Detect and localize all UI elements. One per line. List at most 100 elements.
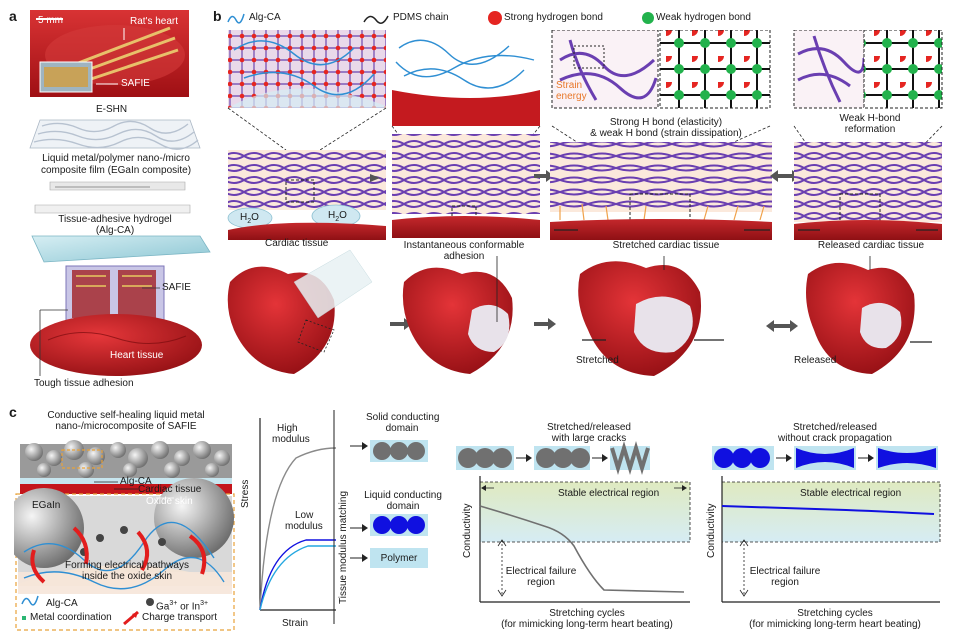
- panel-label-a: a: [9, 8, 17, 24]
- c-title-2: nano-/microcomposite of SAFIE: [55, 421, 197, 432]
- h2o-label-2: H2O: [328, 210, 347, 223]
- cracks-title-2: with large cracks: [551, 433, 627, 444]
- composite-label-1: Liquid metal/polymer nano-/micro: [42, 153, 190, 164]
- stage1-cardiac-tissue: [228, 222, 386, 240]
- stage4-pdms-layer: [794, 142, 942, 222]
- tissue-matching-label: Tissue modulus matching: [338, 490, 349, 604]
- stress-strain-plot: [259, 410, 337, 624]
- cond2-curve: [721, 505, 935, 515]
- heart-3: [578, 261, 724, 376]
- arrow-heart-2: [548, 318, 556, 330]
- c-legend-metal: Metal coordination: [30, 612, 112, 623]
- cracks-title-1: Stretched/released: [547, 422, 631, 433]
- released-tissue-label: Released cardiac tissue: [817, 240, 925, 251]
- c-legend-ion: Ga3+ or In3+: [156, 600, 209, 613]
- strong-weak-label-1: Strong H bond (elasticity): [609, 117, 723, 128]
- solid-1: Solid conducting: [366, 412, 440, 423]
- heart-tissue-shape: [30, 314, 202, 376]
- c-cardiac: Cardiac tissue: [138, 484, 202, 495]
- nocrack-title-2: without crack propagation: [778, 433, 892, 444]
- panel-b-legend: [227, 11, 654, 25]
- low-modulus-curve-1: [259, 539, 336, 611]
- instant-label-2: adhesion: [443, 251, 485, 262]
- eshn-mesh: [29, 119, 201, 150]
- conductivity-plot-nocrack: [712, 446, 941, 603]
- polymer-domain: [370, 548, 428, 568]
- weak-reform-2: reformation: [844, 124, 896, 135]
- c-egain: EGaIn: [32, 500, 61, 511]
- panel-a-illustration: [29, 10, 211, 376]
- stretched-label: Stretched: [576, 355, 619, 366]
- egain-composite-film: [34, 181, 191, 214]
- stage3-cardiac-tissue: [550, 219, 772, 240]
- legend-weak: Weak hydrogen bond: [656, 12, 751, 23]
- legend-ion-icon: [146, 598, 154, 606]
- hydrogel-label-1: Tissue-adhesive hydrogel: [58, 214, 172, 225]
- legend-strong: Strong hydrogen bond: [504, 12, 603, 23]
- stage2-cardiac-tissue: [392, 216, 540, 238]
- cond1-curve: [479, 505, 685, 593]
- high-modulus-2: modulus: [272, 434, 310, 445]
- weak-bond-legend-icon: [642, 12, 654, 24]
- safie-photo-label: SAFIE: [121, 78, 150, 89]
- low-modulus-2: modulus: [285, 521, 323, 532]
- liquid-1: Liquid conducting: [364, 490, 442, 501]
- c-algca: Alg-CA: [120, 476, 152, 487]
- eshn-label: E-SHN: [96, 104, 128, 115]
- strong-weak-label-2: & weak H bond (strain dissipation): [590, 128, 742, 139]
- failure-label-2b: region: [771, 577, 799, 588]
- stretched-tissue-label: Stretched cardiac tissue: [612, 240, 720, 251]
- instant-label-1: Instantaneous conformable: [403, 240, 525, 251]
- composite-label-2: composite film (EGaIn composite): [40, 165, 192, 176]
- low-modulus-curve-2: [259, 545, 336, 611]
- polymer-label: Polymer: [380, 553, 418, 564]
- hydrogel-slab: [31, 235, 211, 263]
- panel-b-illustration: [227, 30, 943, 376]
- stress-label: Stress: [240, 479, 251, 508]
- heart-2: [402, 267, 513, 374]
- panel-c-illustration: [14, 440, 235, 631]
- legend-algca-icon: [21, 595, 39, 606]
- panel-label-b: b: [213, 8, 222, 24]
- strain-energy-1: Strain: [556, 80, 583, 91]
- c-pathways-1: Forming electrical pathways: [65, 560, 189, 571]
- legend-algca: Alg-CA: [249, 12, 281, 23]
- stage4-cardiac-tissue: [794, 220, 942, 240]
- cycles-label-1a: Stretching cycles: [549, 608, 625, 619]
- failure-label-2a: Electrical failure: [749, 566, 821, 577]
- panel-label-c: c: [9, 404, 17, 420]
- stable-label-1: Stable electrical region: [558, 488, 660, 499]
- arrow-heart-3-double: [790, 320, 798, 332]
- high-modulus-curve: [259, 447, 337, 611]
- cardiac-tissue-label: Cardiac tissue: [265, 238, 329, 249]
- conductivity-plot-cracks: [456, 441, 691, 603]
- solid-2: domain: [385, 423, 419, 434]
- cycles-label-1b: (for mimicking long-term heart beating): [501, 619, 673, 630]
- stage2-pdms-layer: [392, 134, 540, 214]
- weak-reform-1: Weak H-bond: [839, 113, 901, 124]
- strain-energy-2: energy: [556, 91, 587, 102]
- c-legend-algca: Alg-CA: [46, 598, 78, 609]
- liquid-2: domain: [386, 501, 420, 512]
- pdms-legend-icon: [363, 15, 389, 24]
- legend-pdms: PDMS chain: [393, 12, 449, 23]
- heart-tissue-label: Heart tissue: [110, 350, 164, 361]
- high-modulus-1: High: [277, 423, 298, 434]
- strong-bond-legend-icon: [488, 11, 502, 25]
- scale-label: 5 mm: [38, 15, 63, 26]
- tough-adhesion-label: Tough tissue adhesion: [34, 378, 134, 389]
- c-title-1: Conductive self-healing liquid metal: [47, 410, 205, 421]
- nocrack-title-1: Stretched/released: [793, 422, 877, 433]
- failure-label-1a: Electrical failure: [505, 566, 577, 577]
- conductivity-label-2: Conductivity: [706, 503, 717, 558]
- failure-label-1b: region: [527, 577, 555, 588]
- low-modulus-1: Low: [295, 510, 314, 521]
- c-oxide: Oxide skin: [146, 496, 193, 507]
- domain-cartoons: [350, 440, 428, 568]
- heart-1: [227, 249, 373, 374]
- safie-label: SAFIE: [162, 282, 191, 293]
- stage3-zoom-right: [659, 30, 771, 109]
- stage3-pdms-layer: [550, 142, 772, 212]
- algca-layer: [20, 478, 232, 484]
- cycles-label-2a: Stretching cycles: [797, 608, 873, 619]
